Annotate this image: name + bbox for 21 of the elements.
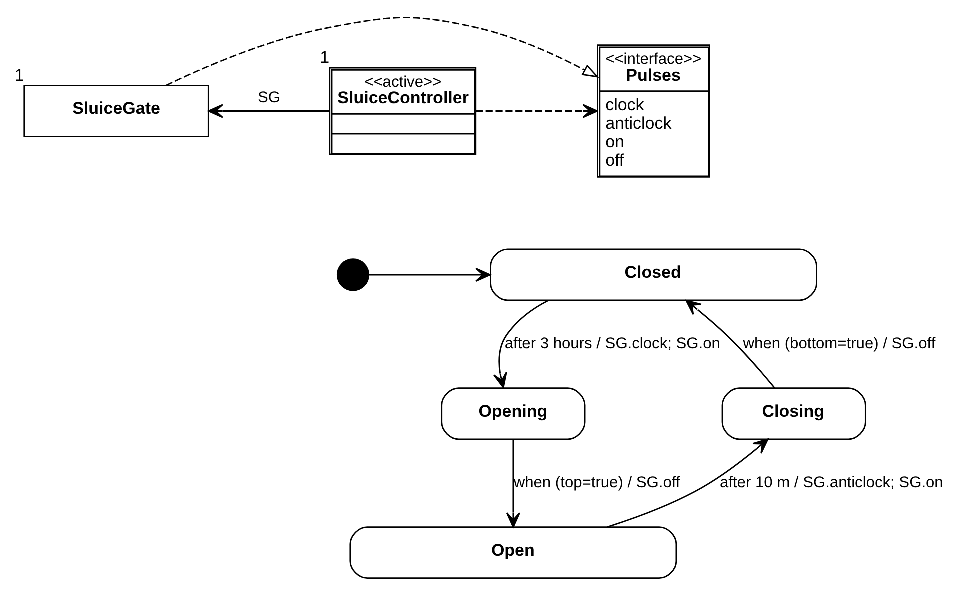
- edge-label: after 3 hours / SG.clock; SG.on: [504, 334, 720, 352]
- node-box: SluiceGate: [24, 84, 210, 137]
- edge-label: after 10 m / SG.anticlock; SG.on: [720, 474, 944, 491]
- node-box: Closing: [722, 387, 866, 440]
- node-box: Opening: [441, 387, 586, 440]
- arrow: [607, 438, 769, 528]
- arrow: [166, 16, 600, 86]
- node-box: Closed: [490, 248, 818, 301]
- edge-label: SG: [258, 88, 281, 106]
- edge-label: when (bottom=true) / SG.off: [743, 334, 936, 352]
- edge-label: when (top=true) / SG.off: [514, 474, 680, 491]
- node-label: 1: [14, 65, 24, 84]
- arrow: [476, 104, 598, 118]
- node-box: Open: [350, 526, 678, 579]
- node-label: 1: [320, 48, 330, 67]
- arrow: [686, 300, 776, 388]
- node-circle: [336, 258, 370, 291]
- arrow: [369, 267, 492, 282]
- arrow: [208, 104, 330, 118]
- arrow: [506, 439, 521, 528]
- arrow: [493, 299, 549, 388]
